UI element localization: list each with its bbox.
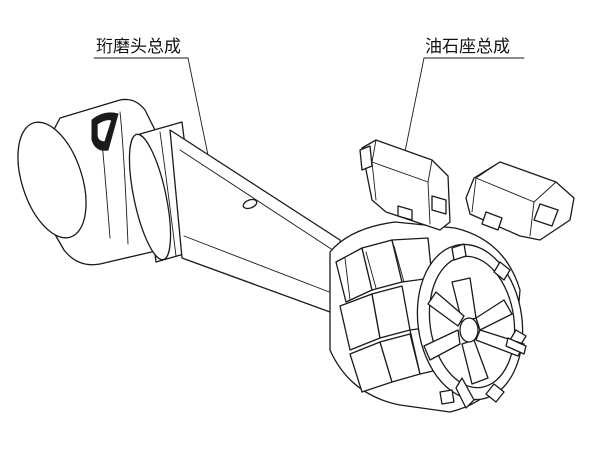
cone-tip xyxy=(459,317,479,343)
main-shaft xyxy=(169,129,353,321)
label-honing-head: 珩磨头总成 xyxy=(96,37,181,57)
honing-head-front xyxy=(329,221,527,413)
expansion-cone xyxy=(423,277,527,409)
rim-notches xyxy=(439,243,527,405)
stone-seat-piece-2 xyxy=(465,161,575,241)
label-stone-seat: 油石座总成 xyxy=(425,37,510,57)
stone-seat-piece-1 xyxy=(359,139,451,231)
rear-cylinder xyxy=(17,98,161,266)
shaft-oil-hole xyxy=(242,198,258,210)
honing-head-body xyxy=(17,98,353,321)
